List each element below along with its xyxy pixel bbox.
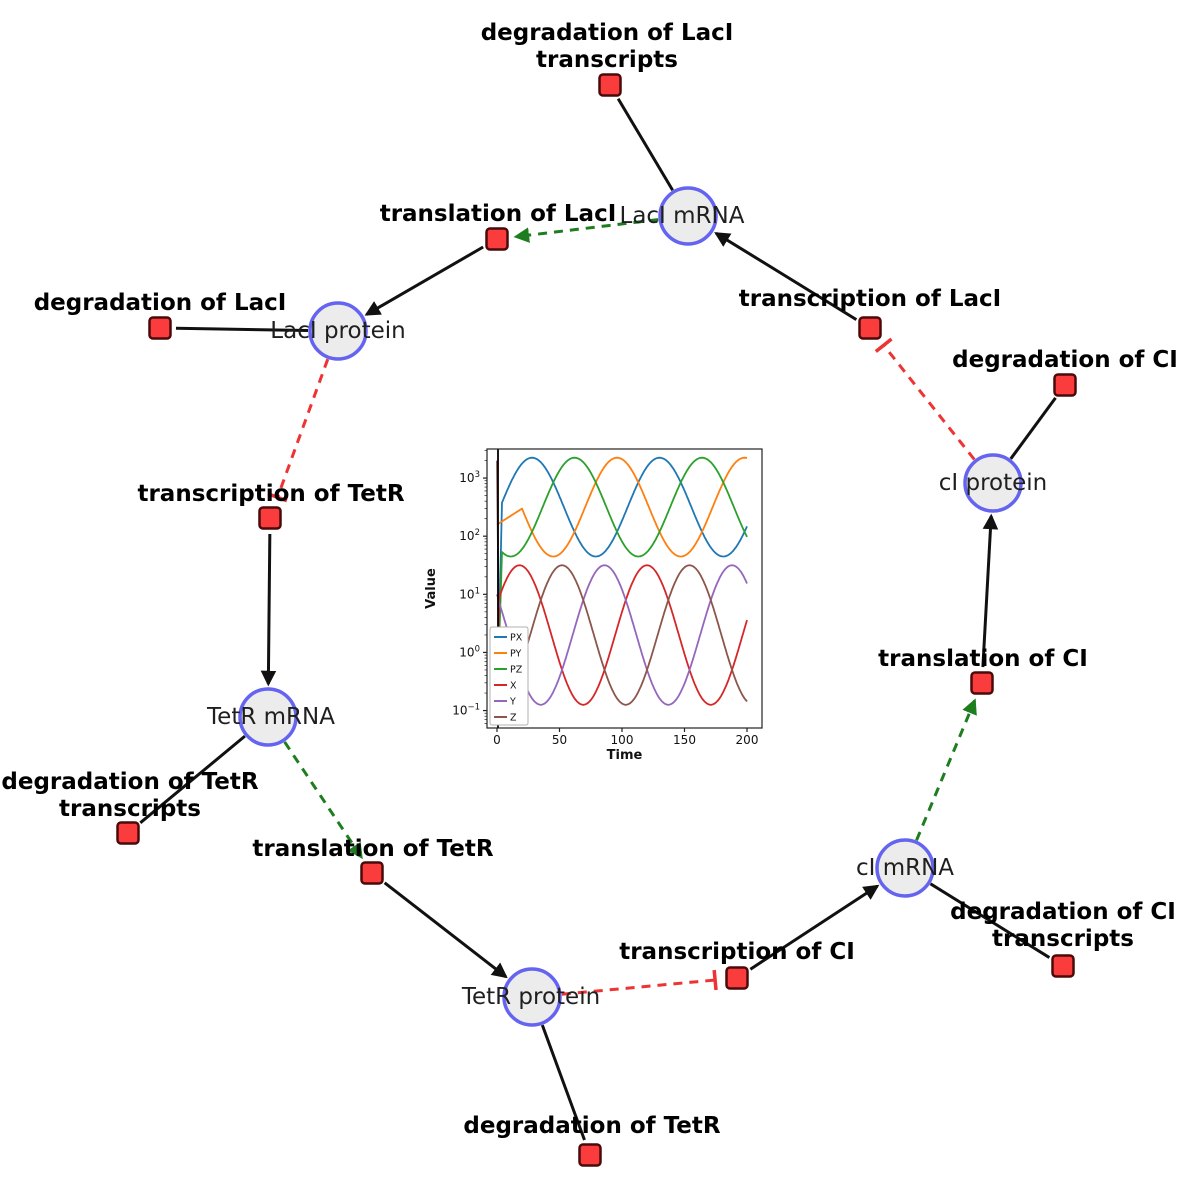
legend-label-PX: PX — [510, 633, 523, 644]
reaction-node-translation-of-tetr[interactable] — [360, 861, 384, 885]
plot-frame — [486, 448, 763, 729]
reaction-label-translation-of-laci: translation of LacI — [380, 201, 617, 227]
y-tick-label: 10−1 — [452, 703, 480, 718]
x-tick-label: 100 — [611, 733, 634, 747]
species-label-tetr-mrna: TetR mRNA — [206, 704, 335, 730]
species-label-tetr-protein: TetR protein — [461, 984, 600, 1010]
edge-modifier--laci-mrna--to--translation-of-laci — [513, 218, 659, 243]
reaction-node-degradation-of-ci[interactable] — [1053, 373, 1077, 397]
edge-production--transcription-of-tetr--to--tetr-mrna — [260, 533, 277, 687]
edge-inhibition--tetr-protein--to--transcription-of-ci — [561, 978, 716, 996]
edge-modifier--ci-mrna--to--translation-of-ci — [915, 698, 977, 841]
reaction-label-degradation-of-ci: degradation of CI — [952, 347, 1178, 373]
legend-label-Z: Z — [510, 713, 517, 724]
reaction-label-translation-of-ci: translation of CI — [878, 646, 1088, 672]
edge-production--translation-of-ci--to--ci-protein — [981, 513, 999, 668]
reaction-label-transcription-of-laci: transcription of LacI — [739, 286, 1002, 312]
edges-layer — [139, 97, 1057, 1141]
legend-label-PZ: PZ — [510, 665, 523, 676]
legend-label-PY: PY — [510, 649, 522, 660]
y-tick-label: 102 — [459, 528, 480, 543]
plot-background — [487, 449, 762, 728]
x-tick-label: 0 — [493, 733, 501, 747]
reaction-node-degradation-of-laci[interactable] — [148, 316, 172, 340]
reaction-node-translation-of-ci[interactable] — [970, 671, 994, 695]
species-node-laci-mrna[interactable] — [658, 186, 718, 246]
reaction-label-transcription-of-ci: transcription of CI — [619, 939, 855, 965]
series-line-Y — [496, 564, 748, 706]
legend-label-X: X — [510, 681, 517, 692]
edge-consumption--laci-mrna--to--degradation-of-laci-transcripts — [616, 97, 674, 191]
x-axis-label: Time — [607, 748, 643, 763]
species-node-tetr-protein[interactable] — [502, 967, 562, 1027]
y-tick-label: 101 — [459, 586, 480, 601]
inhibition-tbar-icon — [267, 492, 288, 503]
x-tick-label: 200 — [736, 733, 759, 747]
species-node-ci-mrna[interactable] — [875, 838, 935, 898]
reaction-node-transcription-of-tetr[interactable] — [258, 506, 282, 530]
x-tick-label: 50 — [552, 733, 567, 747]
series-line-PY — [496, 456, 748, 558]
edge-production--translation-of-tetr--to--tetr-protein — [383, 881, 508, 979]
reaction-node-degradation-of-ci-transcripts[interactable] — [1051, 954, 1075, 978]
edge-inhibition--ci-protein--to--transcription-of-laci — [882, 344, 976, 461]
edge-production--translation-of-laci--to--laci-protein — [364, 245, 484, 316]
edge-production--transcription-of-ci--to--ci-mrna — [749, 884, 880, 971]
reaction-label-transcription-of-tetr: transcription of TetR — [137, 481, 404, 507]
series-line-PZ — [496, 456, 748, 711]
series-line-X — [496, 564, 748, 711]
reaction-label-translation-of-tetr: translation of TetR — [252, 836, 493, 862]
legend-label-Y: Y — [509, 697, 516, 708]
legend-box — [489, 626, 529, 726]
y-tick-label: 103 — [459, 470, 480, 485]
reaction-node-degradation-of-tetr-transcripts[interactable] — [116, 821, 140, 845]
edge-modifier--tetr-mrna--to--translation-of-tetr — [283, 741, 363, 860]
species-node-ci-protein[interactable] — [963, 453, 1023, 513]
edge-inhibition--laci-protein--to--transcription-of-tetr — [276, 358, 330, 498]
reaction-label-degradation-of-tetr: degradation of TetR — [463, 1113, 720, 1139]
edge-consumption--tetr-protein--to--degradation-of-tetr — [540, 1024, 586, 1141]
species-node-laci-protein[interactable] — [308, 301, 368, 361]
y-axis-label: Value — [424, 568, 439, 609]
inhibition-tbar-icon — [712, 969, 718, 991]
reaction-node-translation-of-laci[interactable] — [485, 227, 509, 251]
edge-consumption--laci-protein--to--degradation-of-laci — [175, 326, 309, 332]
inhibition-tbar-icon — [874, 337, 893, 353]
edge-consumption--ci-mrna--to--degradation-of-ci-transcripts — [929, 882, 1051, 959]
reaction-label-degradation-of-laci: degradation of LacI — [34, 290, 287, 316]
reaction-node-transcription-of-laci[interactable] — [858, 316, 882, 340]
edge-consumption--ci-protein--to--degradation-of-ci — [1009, 397, 1057, 460]
y-tick-label: 100 — [459, 644, 480, 659]
species-label-ci-mrna: cI mRNA — [856, 855, 954, 881]
species-label-ci-protein: cI protein — [939, 470, 1048, 496]
reaction-node-degradation-of-tetr[interactable] — [578, 1143, 602, 1167]
series-line-Z — [496, 460, 748, 706]
species-label-laci-protein: LacI protein — [270, 318, 405, 344]
nodes-layer — [116, 73, 1077, 1167]
reaction-node-degradation-of-laci-transcripts[interactable] — [598, 73, 622, 97]
edge-consumption--tetr-mrna--to--degradation-of-tetr-transcripts — [139, 734, 246, 824]
x-tick-label: 150 — [673, 733, 696, 747]
edge-production--transcription-of-laci--to--laci-mrna — [714, 232, 858, 321]
series-line-PX — [496, 456, 748, 711]
species-node-tetr-mrna[interactable] — [238, 687, 298, 747]
reaction-node-transcription-of-ci[interactable] — [725, 966, 749, 990]
species-label-laci-mrna: LacI mRNA — [620, 203, 745, 229]
